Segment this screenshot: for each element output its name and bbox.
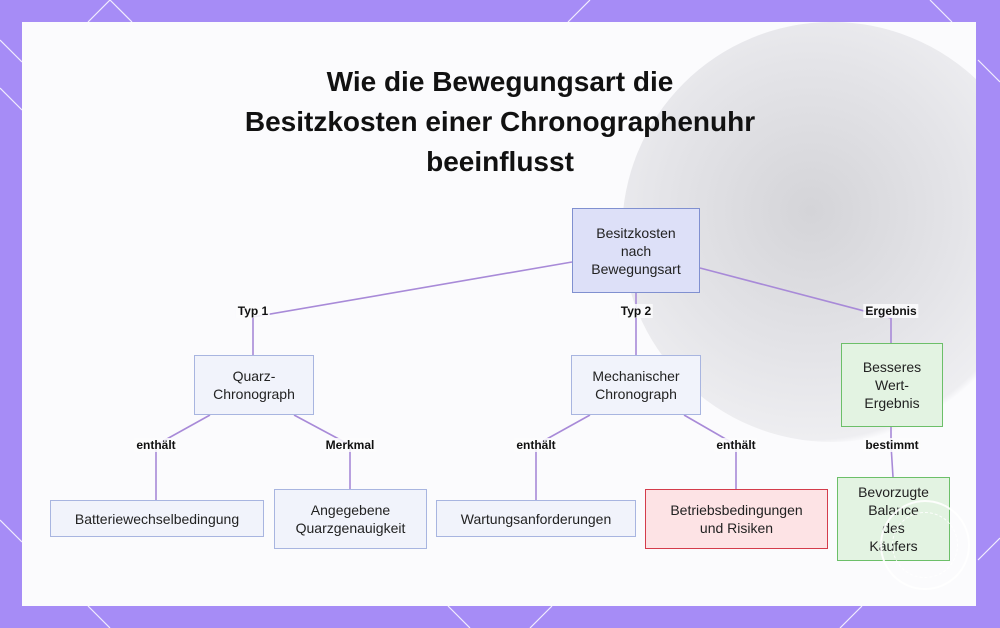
edge-label-typ1: Typ 1 — [235, 304, 271, 318]
node-better-value-line-2: Wert- — [875, 377, 909, 393]
node-maintenance-line-1: Wartungsanforderungen — [460, 510, 612, 527]
node-root[interactable]: Besitzkosten nach Bewegungsart — [572, 208, 700, 293]
node-accuracy-line-2: Quarzgenauigkeit — [295, 520, 406, 536]
edge-root-quartz — [252, 261, 573, 355]
edge-label-merkmal: Merkmal — [323, 438, 377, 452]
node-better-value-line-1: Besseres — [862, 359, 922, 375]
edge-label-ergebnis: Ergebnis — [863, 304, 919, 318]
node-mechanical-line-1: Mechanischer — [592, 368, 680, 384]
edge-better-value-balance — [890, 427, 894, 478]
edge-mechanical-operating — [683, 414, 737, 489]
node-root-line-2: nach — [620, 242, 652, 259]
diagram-title: Wie die Bewegungsart die Besitzkosten ei… — [200, 62, 800, 182]
edge-mechanical-maintenance — [535, 414, 591, 500]
node-balance-line-1: Bevorzugte — [858, 484, 929, 500]
edge-label-bestimmt: bestimmt — [863, 438, 921, 452]
edge-label-enthaelt-maintenance: enthält — [514, 438, 558, 452]
edge-label-typ2: Typ 2 — [618, 304, 654, 318]
node-operating-risks[interactable]: Betriebsbedingungen und Risiken — [645, 489, 828, 549]
node-mechanical-chronograph[interactable]: Mechanischer Chronograph — [571, 355, 701, 415]
node-quartz-chronograph[interactable]: Quarz- Chronograph — [194, 355, 314, 415]
node-root-line-3: Bewegungsart — [591, 260, 681, 277]
node-battery-line-1: Batteriewechselbedingung — [74, 510, 240, 527]
title-line-2: Besitzkosten einer Chronographenuhr — [244, 106, 756, 137]
node-accuracy-line-1: Angegebene — [310, 502, 391, 518]
node-better-value-line-3: Ergebnis — [864, 395, 920, 411]
edge-label-enthaelt-operating: enthält — [714, 438, 758, 452]
edge-label-enthaelt-battery: enthält — [134, 438, 178, 452]
edge-quartz-accuracy — [293, 414, 351, 489]
title-line-1: Wie die Bewegungsart die — [326, 66, 674, 97]
watermark-seal-icon — [880, 500, 970, 590]
title-line-3: beeinflusst — [426, 146, 574, 177]
node-mechanical-line-2: Chronograph — [595, 386, 677, 402]
edge-root-better-value — [699, 267, 892, 343]
node-maintenance[interactable]: Wartungsanforderungen — [436, 500, 636, 537]
node-root-line-1: Besitzkosten — [596, 224, 676, 241]
node-operating-line-1: Betriebsbedingungen — [670, 502, 803, 518]
node-quartz-line-1: Quarz- — [232, 368, 276, 384]
node-accuracy[interactable]: Angegebene Quarzgenauigkeit — [274, 489, 427, 549]
node-battery[interactable]: Batteriewechselbedingung — [50, 500, 264, 537]
node-quartz-line-2: Chronograph — [213, 386, 295, 402]
node-operating-line-2: und Risiken — [699, 520, 774, 536]
node-better-value[interactable]: Besseres Wert- Ergebnis — [841, 343, 943, 427]
edge-quartz-battery — [155, 414, 211, 500]
